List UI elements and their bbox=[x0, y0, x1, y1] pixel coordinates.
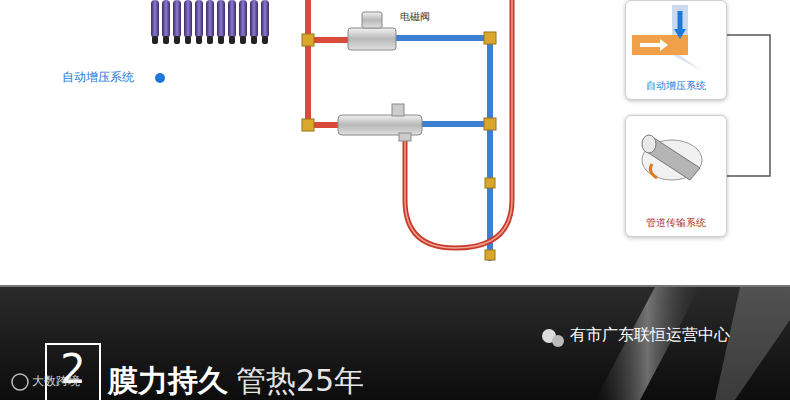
icon-illustration bbox=[632, 5, 712, 75]
watermark: 大数跨境 bbox=[32, 375, 80, 389]
box-label: 管道传输系统 bbox=[626, 216, 726, 230]
section-heading: 管热25年 bbox=[236, 364, 364, 399]
box-label: 自动增压系统 bbox=[626, 79, 726, 93]
watermark: 有市广东联恒运营中心 bbox=[570, 326, 730, 344]
callout-label: 自动增压系统 bbox=[62, 71, 134, 85]
icon-illustration bbox=[632, 120, 712, 190]
section-heading: 膜力持久 bbox=[108, 364, 228, 399]
valve-label: 电磁阀 bbox=[400, 11, 430, 23]
section-number-box: 2 bbox=[45, 343, 101, 400]
icon-box: 管道传输系统 bbox=[625, 115, 727, 237]
icon-box: 自动增压系统 bbox=[625, 0, 727, 100]
connector-line bbox=[727, 35, 770, 176]
